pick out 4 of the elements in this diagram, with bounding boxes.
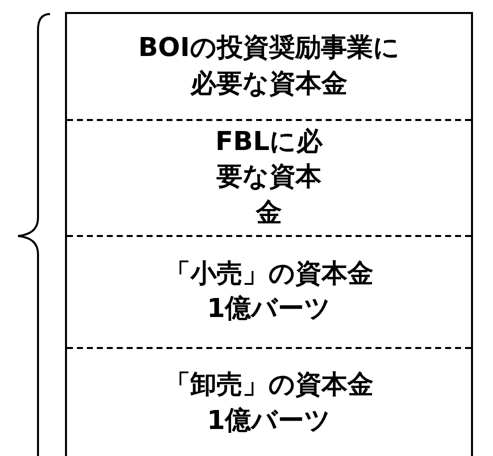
- band-text: FBLに必要な資本金: [214, 126, 324, 230]
- band-text: 「卸売」の資本金1億バーツ: [164, 369, 374, 438]
- band-text: BOIの投資奨励事業に必要な資本金: [137, 32, 401, 100]
- band-text: 「小売」の資本金1億バーツ: [164, 258, 374, 326]
